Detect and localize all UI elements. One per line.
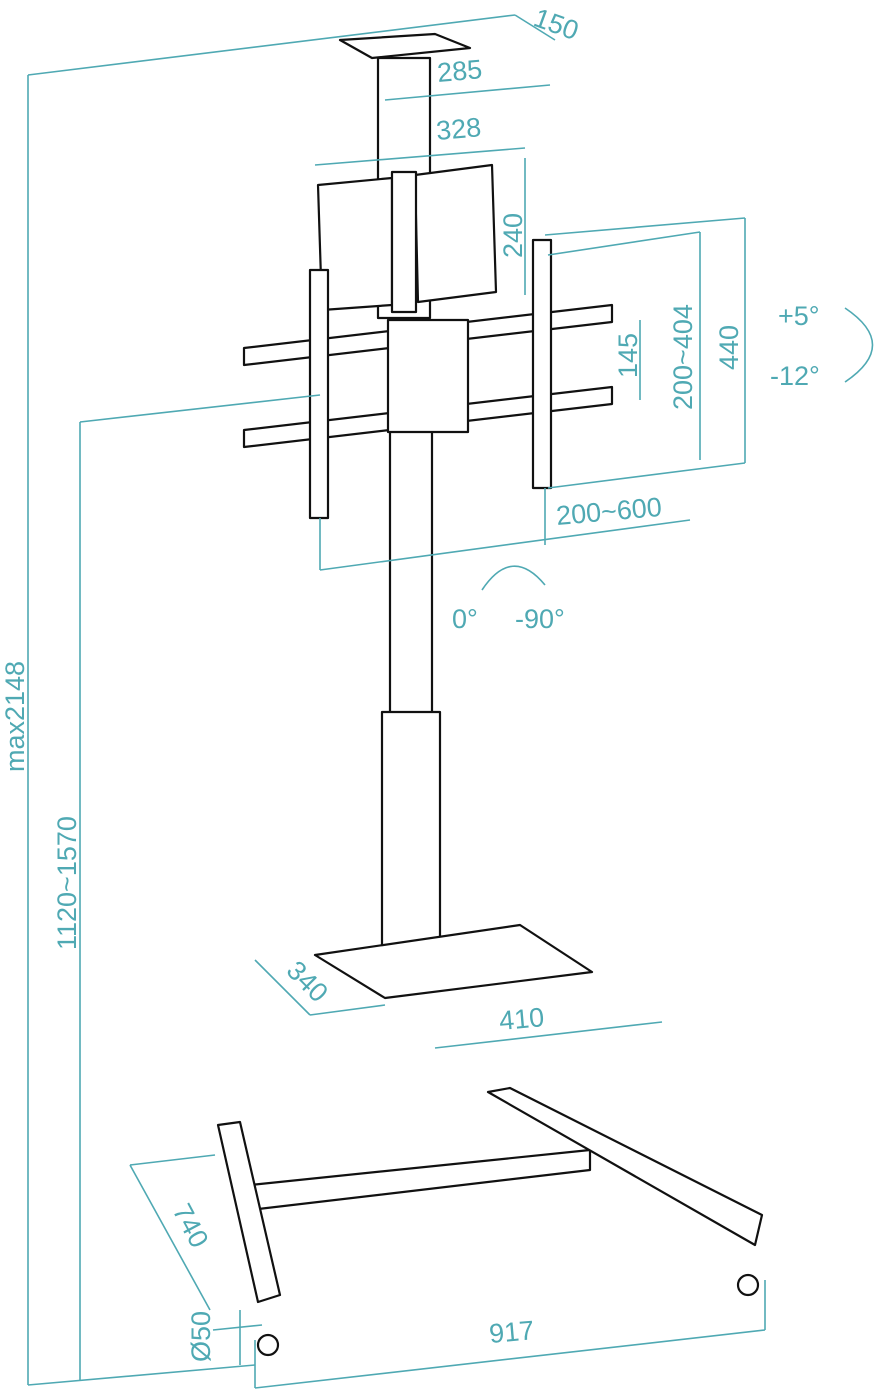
main-column	[388, 418, 434, 722]
label-plate-width: 328	[435, 112, 483, 146]
label-wheel-diameter: Ø50	[186, 1311, 216, 1362]
tilt-mount	[386, 318, 470, 434]
label-height-range: 1120~1570	[52, 816, 82, 950]
label-plate-height: 240	[498, 213, 528, 258]
lower-shelf	[313, 923, 594, 1000]
left-bracket	[308, 268, 330, 520]
tilt-arc-icon	[844, 307, 874, 383]
label-shelf-width: 410	[498, 1002, 546, 1036]
base-right-leg	[486, 1086, 764, 1247]
plate-center	[390, 170, 418, 314]
tv-stand-drawing	[216, 32, 764, 1357]
label-shelf-depth: 340	[281, 955, 334, 1008]
label-rotate-start: 0°	[452, 604, 478, 634]
dimension-lines	[27, 14, 874, 1389]
plate-right	[413, 163, 498, 304]
label-tilt-up: +5°	[778, 301, 820, 331]
rotation-arc-icon	[481, 565, 546, 591]
base-crossbar	[248, 1148, 592, 1212]
label-bracket-inner: 145	[613, 333, 643, 378]
label-max-height: max2148	[0, 661, 30, 772]
label-tilt-down: -12°	[770, 361, 820, 391]
wheel-left	[256, 1333, 280, 1357]
label-top-shelf-width: 285	[436, 54, 484, 88]
lower-column	[380, 710, 442, 974]
label-top-shelf-depth: 150	[530, 2, 583, 46]
label-base-width: 917	[488, 1315, 536, 1349]
wheel-right	[736, 1273, 760, 1297]
base-left-leg	[216, 1120, 282, 1304]
label-vesa-vertical: 200~404	[668, 304, 698, 410]
label-rotate-end: -90°	[515, 604, 565, 634]
label-bracket-height: 440	[714, 325, 744, 370]
top-shelf	[338, 32, 472, 60]
right-bracket	[531, 238, 553, 490]
